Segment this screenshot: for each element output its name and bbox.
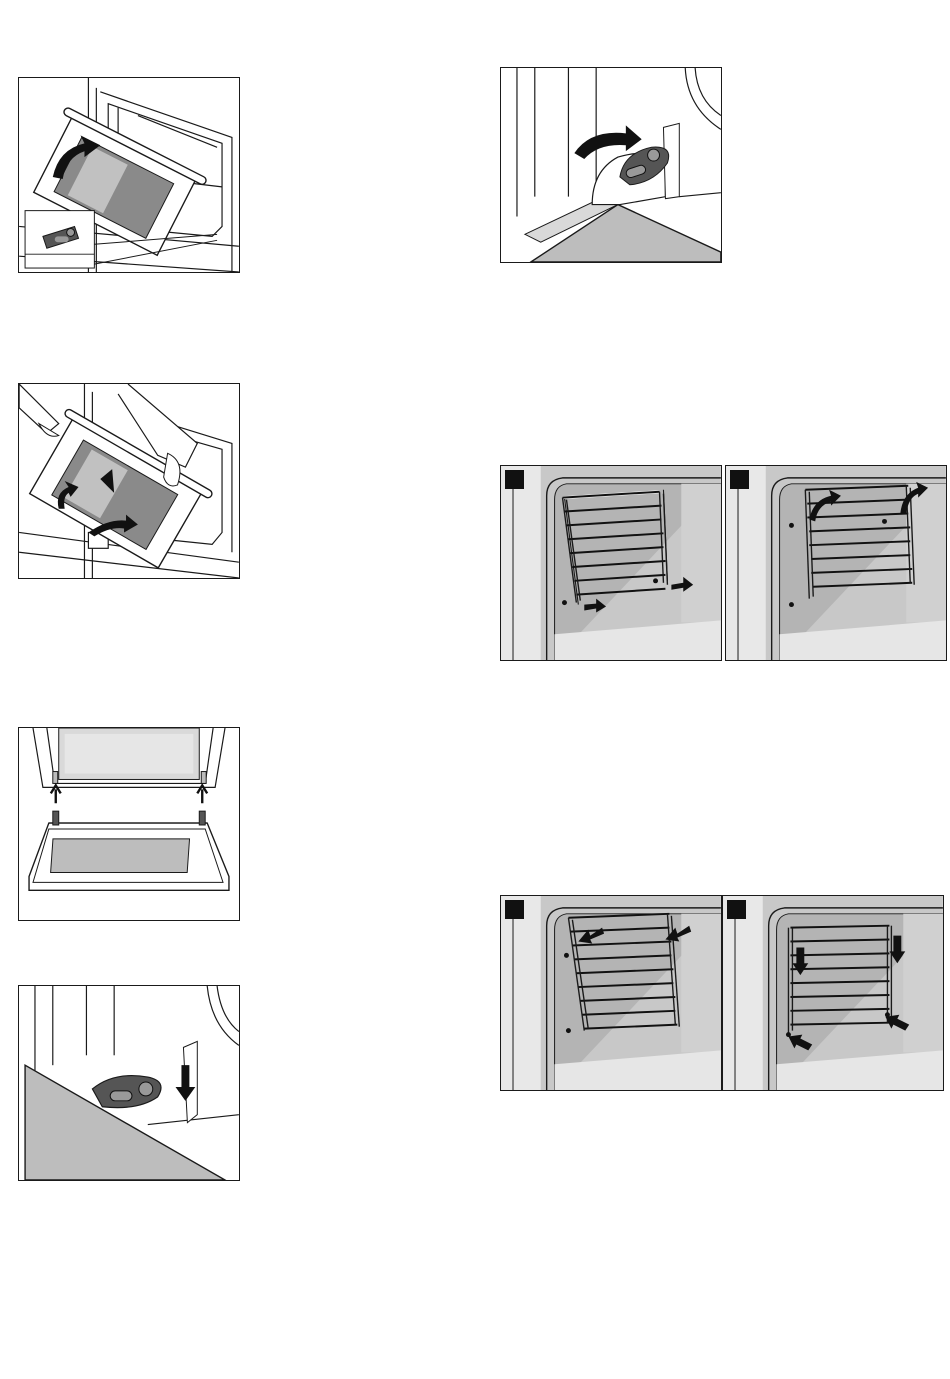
figure-rack-insert-press bbox=[722, 895, 944, 1091]
step-marker-icon bbox=[730, 470, 749, 489]
figure-hinge-lever-fold bbox=[500, 67, 722, 263]
figure-door-hinge-slots bbox=[18, 727, 240, 921]
oven-door-hinge-lever-illustration bbox=[19, 78, 239, 272]
shelf-rack-lift-out-illustration bbox=[726, 466, 946, 660]
step-marker-icon bbox=[505, 470, 524, 489]
figure-hinge-lever-close bbox=[18, 985, 240, 1181]
oven-door-removal-illustration bbox=[19, 384, 239, 578]
figure-rack-insert-hook bbox=[500, 895, 722, 1091]
hinge-lever-fold-illustration bbox=[501, 68, 721, 262]
figure-door-hinge-lever-open bbox=[18, 77, 240, 273]
hinge-lever-down-illustration bbox=[19, 986, 239, 1180]
figure-door-lift-remove bbox=[18, 383, 240, 579]
shelf-rack-hook-in-illustration bbox=[501, 896, 721, 1090]
figure-rack-remove-lift bbox=[725, 465, 947, 661]
figure-rack-remove-pull bbox=[500, 465, 722, 661]
shelf-rack-pull-out-illustration bbox=[501, 466, 721, 660]
step-marker-icon bbox=[727, 900, 746, 919]
shelf-rack-press-in-illustration bbox=[723, 896, 943, 1090]
step-marker-icon bbox=[505, 900, 524, 919]
oven-door-hinge-slots-illustration bbox=[19, 728, 239, 920]
